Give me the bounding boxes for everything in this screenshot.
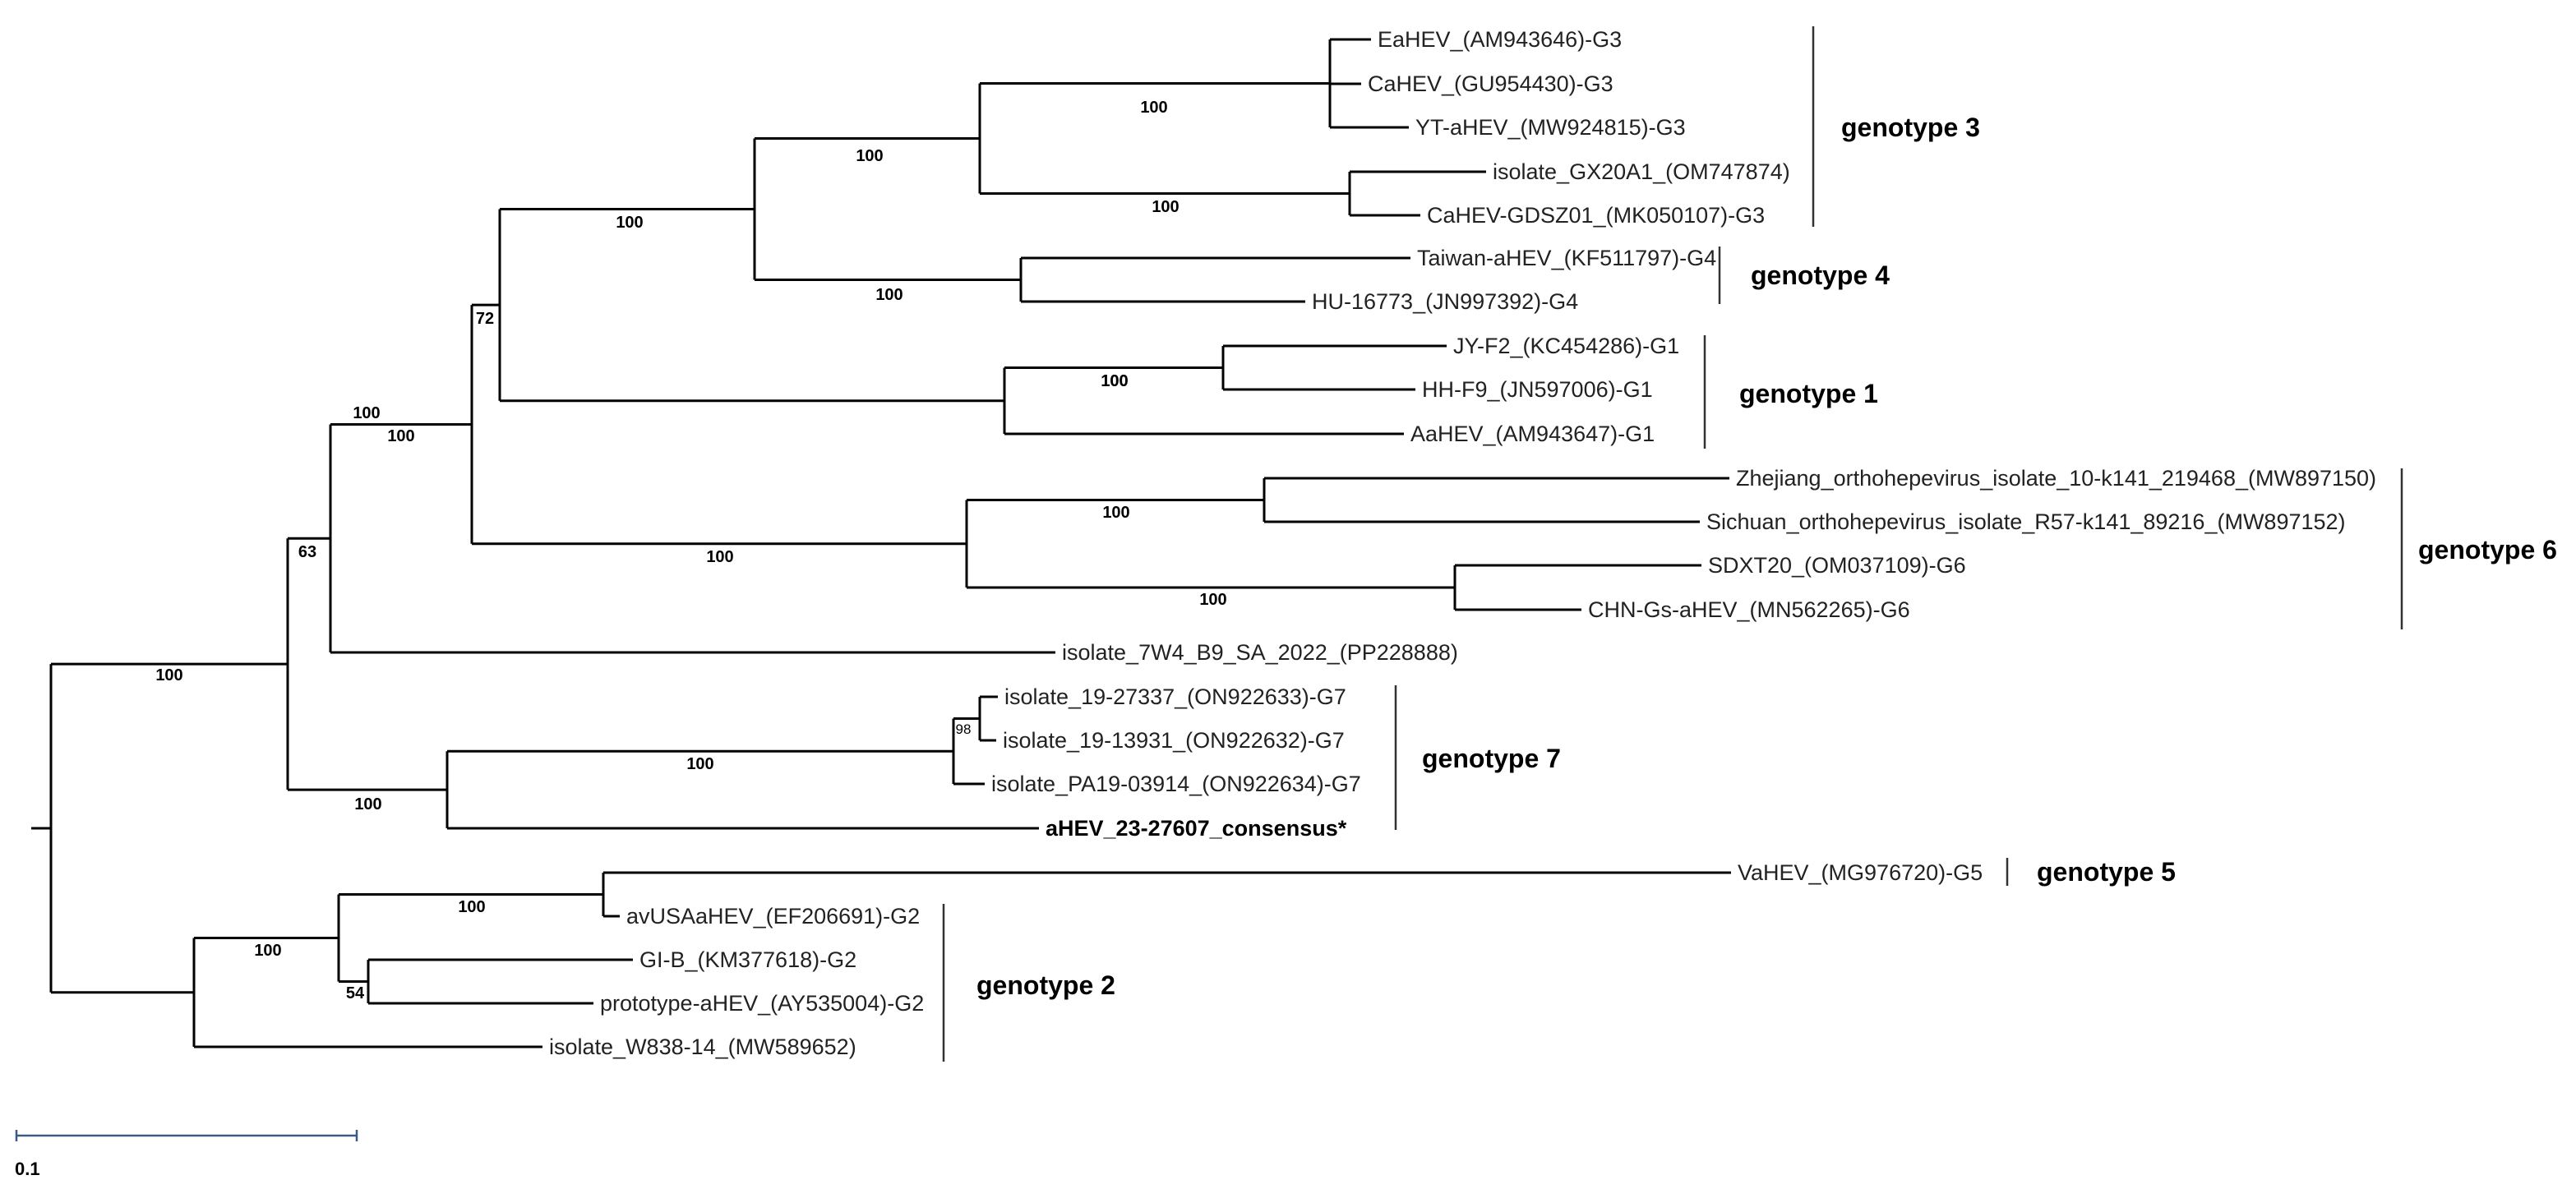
leaf-label-l13: SDXT20_(OM037109)-G6 [1708,553,1966,578]
leaf-label-l17: isolate_19-13931_(ON922632)-G7 [1003,728,1345,753]
scale-bar-label: 0.1 [15,1159,40,1179]
bootstrap-labels: 100 100 100 100 100 100 100 100 72 100 100 100 100 63… [155,99,1226,1002]
bootstrap-n_g4: 100 [875,286,903,304]
genotype-label-g3: genotype 3 [1841,113,1980,142]
genotype-label-g1: genotype 1 [1739,379,1878,408]
bootstrap-n_g3416: 72 [476,310,494,328]
leaf-label-l24: isolate_W838-14_(MW589652) [549,1035,856,1059]
leaf-label-l10: AaHEV_(AM943647)-G1 [1410,422,1655,446]
leaf-label-l9: HH-F9_(JN597006)-G1 [1422,377,1653,402]
bootstrap-n_g6b: 100 [1199,591,1226,609]
scale-bar: 0.1 [15,1130,358,1179]
leaf-label-l7: HU-16773_(JN997392)-G4 [1312,289,1578,314]
leaf-label-l12: Sichuan_orthohepevirus_isolate_R57-k141_… [1706,509,2346,534]
bootstrap-n_g341: 100 [353,404,380,422]
leaf-label-l4: isolate_GX20A1_(OM747874) [1493,159,1790,184]
leaf-label-l22: GI-B_(KM377618)-G2 [639,947,856,972]
genotype-label-g2: genotype 2 [976,970,1115,1000]
bootstrap-n_g7all: 100 [354,795,381,813]
bootstrap-n_g1: 100 [1101,372,1128,390]
bootstrap-n_g1a: 100 [1101,372,1128,390]
leaf-label-l20: VaHEV_(MG976720)-G5 [1738,860,1983,885]
leaf-label-l2: CaHEV_(GU954430)-G3 [1368,71,1613,96]
genotype-label-g4: genotype 4 [1751,260,1890,290]
bootstrap-n_g34: 100 [616,214,643,232]
bootstrap-n_with7: 63 [298,543,316,561]
genotype-label-g7: genotype 7 [1422,744,1561,773]
leaf-label-l11: Zhejiang_orthohepevirus_isolate_10-k141_… [1736,466,2376,491]
bootstrap-n_g7a: 98 [956,721,972,737]
bootstrap-n_g2b: 54 [346,984,365,1002]
leaf-label-l16: isolate_19-27337_(ON922633)-G7 [1004,684,1346,709]
bootstrap-n_g3b: 100 [1152,198,1179,216]
bootstrap-n_withSA: 100 [387,427,414,445]
leaf-label-l19: aHEV_23-27607_consensus* [1046,816,1347,841]
bootstrap-n_g3: 100 [856,147,883,165]
leaf-label-l18: isolate_PA19-03914_(ON922634)-G7 [991,772,1361,796]
leaf-label-l14: CHN-Gs-aHEV_(MN562265)-G6 [1588,597,1910,622]
tree-branches [31,38,1731,1048]
leaf-label-l15: isolate_7W4_B9_SA_2022_(PP228888) [1062,640,1458,665]
bootstrap-n_g6a: 100 [1102,504,1129,522]
leaf-label-l23: prototype-aHEV_(AY535004)-G2 [600,991,924,1016]
leaf-labels: EaHEV_(AM943646)-G3CaHEV_(GU954430)-G3YT… [549,27,2376,1059]
leaf-label-l1: EaHEV_(AM943646)-G3 [1378,27,1622,52]
genotype-label-g5: genotype 5 [2037,857,2176,887]
genotype-labels: genotype 3 genotype 4 genotype 1 genotype 6… [976,113,2557,1000]
bootstrap-n_g3a: 100 [1140,99,1167,117]
bootstrap-n_g7: 100 [686,755,713,773]
bootstrap-n_top: 100 [155,666,182,684]
leaf-label-l3: YT-aHEV_(MW924815)-G3 [1415,115,1686,140]
bootstrap-n_g6: 100 [706,548,733,566]
bootstrap-n_g25a: 100 [458,898,485,916]
leaf-label-l5: CaHEV-GDSZ01_(MK050107)-G3 [1427,203,1765,228]
leaf-label-l8: JY-F2_(KC454286)-G1 [1453,334,1679,358]
genotype-label-g6: genotype 6 [2418,535,2557,565]
bootstrap-n_g25: 100 [254,942,281,960]
genotype-brackets [942,26,2403,1062]
leaf-label-l6: Taiwan-aHEV_(KF511797)-G4 [1417,246,1716,270]
leaf-label-l21: avUSAaHEV_(EF206691)-G2 [626,904,920,929]
